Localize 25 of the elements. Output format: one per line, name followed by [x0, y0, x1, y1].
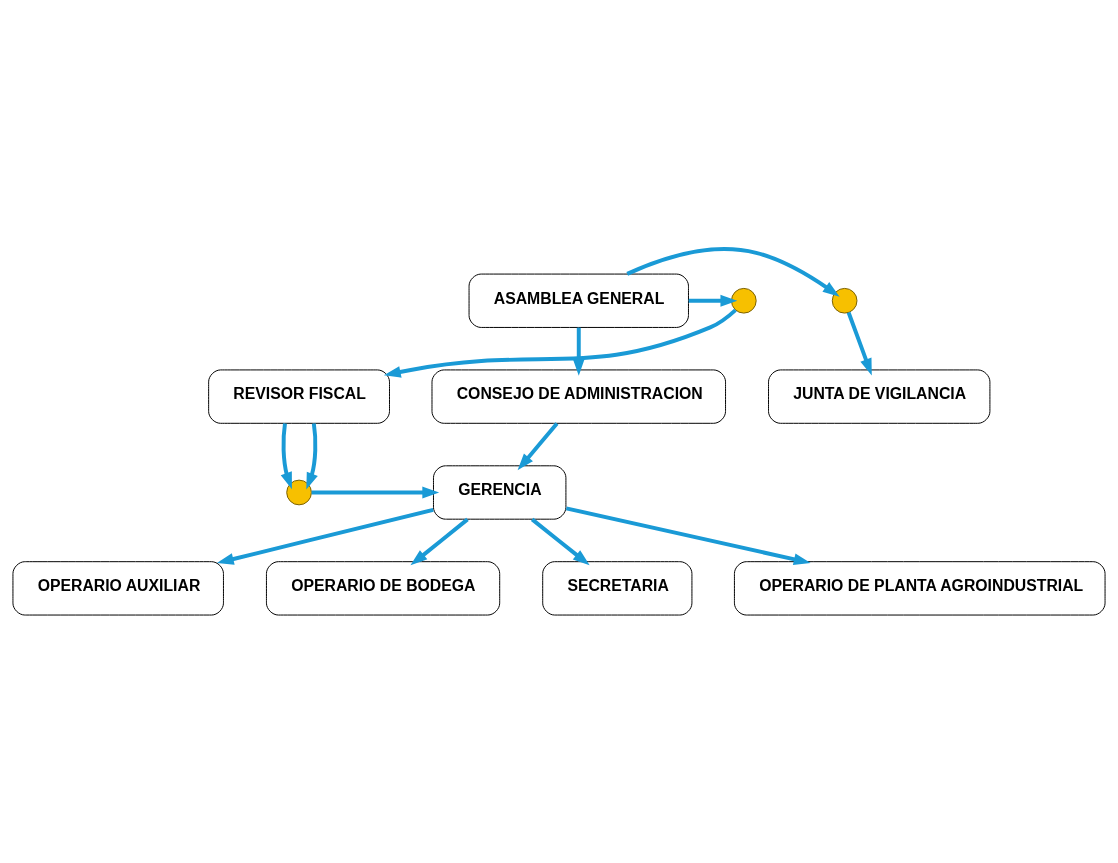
arrow	[410, 517, 469, 565]
node-box: OPERARIO DE PLANTA AGROINDUSTRIAL	[733, 560, 1106, 616]
arrow	[688, 294, 738, 307]
arrow	[280, 422, 292, 489]
node-box: OPERARIO DE BODEGA	[265, 560, 501, 616]
node-box: ASAMBLEA GENERAL	[468, 273, 689, 328]
arrow	[530, 517, 590, 565]
arrow	[383, 308, 737, 378]
node-box: REVISOR FISCAL	[208, 368, 390, 424]
node-box: JUNTA DE VIGILANCIA	[768, 368, 991, 424]
node-circle	[286, 479, 312, 505]
node-box: CONSEJO DE ADMINISTRACION	[431, 368, 727, 424]
arrow	[565, 505, 811, 565]
arrow	[846, 311, 872, 375]
arrow	[306, 422, 318, 490]
node-box: OPERARIO AUXILIAR	[12, 560, 224, 616]
arrow	[572, 327, 585, 376]
node-circle	[831, 287, 858, 314]
node-box: SECRETARIA	[542, 560, 693, 616]
node-box: GERENCIA	[433, 464, 567, 520]
arrow	[216, 507, 434, 565]
arrow	[517, 421, 559, 470]
node-circle	[730, 287, 757, 314]
arrow	[311, 486, 440, 498]
arrow	[626, 246, 840, 297]
